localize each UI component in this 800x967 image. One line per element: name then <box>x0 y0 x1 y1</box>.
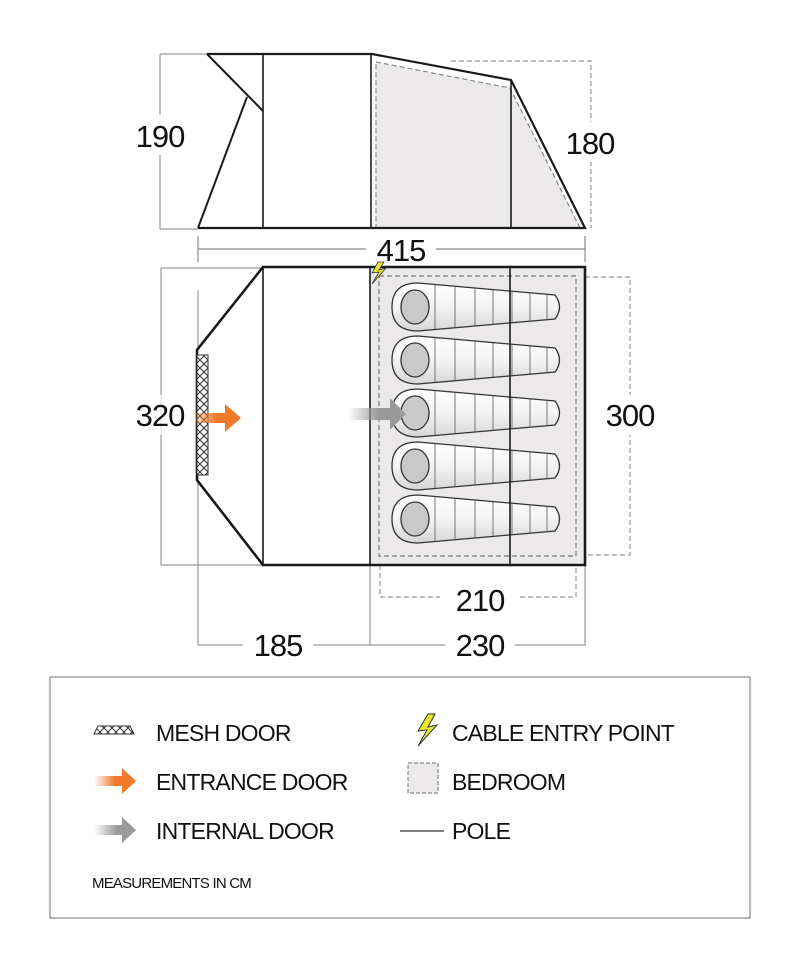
side-elevation: 190 180 <box>125 52 626 230</box>
legend-mesh-door: MESH DOOR <box>156 720 291 746</box>
sleeping-bag <box>391 441 561 491</box>
dim-bedroom-width: 300 <box>606 398 655 433</box>
dim-living-length: 185 <box>254 628 303 663</box>
dim-rear-height: 180 <box>566 126 615 161</box>
bedroom-icon <box>407 762 439 794</box>
legend-internal-door: INTERNAL DOOR <box>156 818 334 844</box>
sleeping-bag-hood <box>400 501 430 537</box>
legend-pole: POLE <box>452 818 511 844</box>
dim-total-width: 320 <box>136 398 185 433</box>
dim-front-height: 190 <box>136 119 185 154</box>
sleeping-bag <box>391 494 561 544</box>
measurement-note: MEASUREMENTS IN CM <box>92 875 251 892</box>
entrance-door-icon <box>94 768 136 794</box>
sleeping-bag-hood <box>400 289 430 325</box>
legend-cable-entry: CABLE ENTRY POINT <box>452 720 675 746</box>
sleeping-bag-hood <box>400 448 430 484</box>
length-dimension: 415 <box>197 233 586 268</box>
dim-rear-length: 230 <box>456 628 505 663</box>
cable-entry-icon <box>417 713 439 747</box>
legend: MESH DOOR ENTRANCE DOOR INTERNAL DOOR CA… <box>49 676 751 919</box>
sleeping-bag <box>391 282 561 332</box>
bedroom-side-area <box>375 61 581 229</box>
sleeping-bag-hood <box>400 395 430 431</box>
sleeping-bag-hood <box>400 342 430 378</box>
internal-door-icon <box>94 817 136 843</box>
internal-door-arrow <box>348 398 406 430</box>
mesh-door-icon <box>93 725 135 735</box>
sleeping-bag <box>391 335 561 385</box>
legend-entrance-door: ENTRANCE DOOR <box>156 769 348 795</box>
floor-plan: 320 300 210 185 230 <box>125 261 666 663</box>
entrance-door-arrow <box>190 404 241 432</box>
cable-entry-icon <box>371 261 388 285</box>
legend-bedroom: BEDROOM <box>452 769 565 795</box>
dim-total-length: 415 <box>377 233 426 268</box>
dim-bedroom-length: 210 <box>456 583 505 618</box>
